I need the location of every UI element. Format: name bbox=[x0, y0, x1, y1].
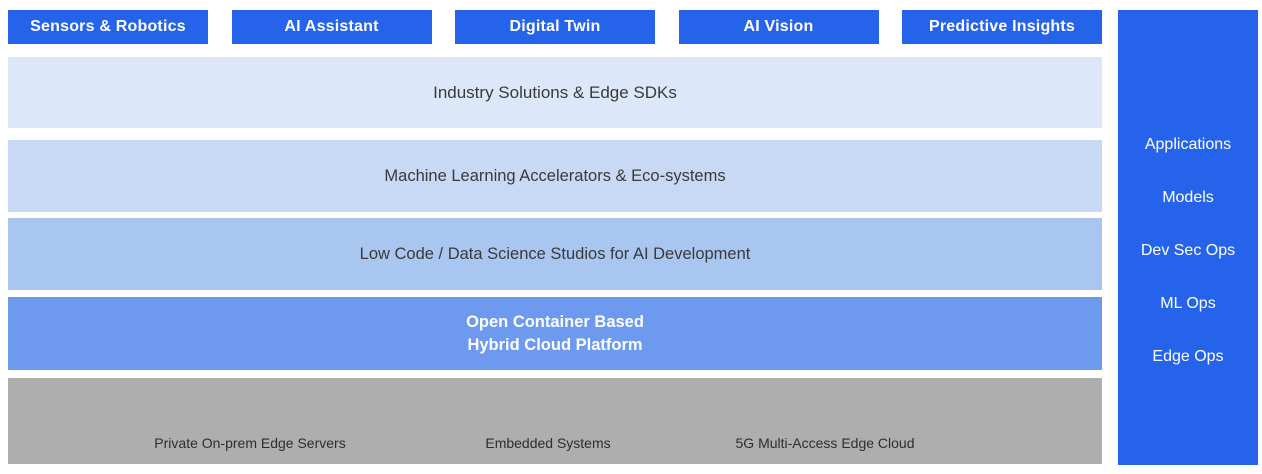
sidebar-item-ml-ops: ML Ops bbox=[1160, 295, 1216, 312]
stack-column: Sensors & Robotics AI Assistant Digital … bbox=[8, 0, 1102, 474]
infra-embedded-systems-label: Embedded Systems bbox=[485, 435, 611, 451]
sidebar-item-models: Models bbox=[1162, 189, 1214, 206]
sidebar-ops-rail: Applications Models Dev Sec Ops ML Ops E… bbox=[1118, 10, 1258, 465]
chip-ai-vision: AI Vision bbox=[678, 10, 879, 44]
infra-5g-mec-label: 5G Multi-Access Edge Cloud bbox=[735, 435, 915, 451]
layer-industry-solutions-label: Industry Solutions & Edge SDKs bbox=[433, 82, 677, 102]
chip-digital-twin: Digital Twin bbox=[455, 10, 655, 44]
layer-low-code-studios: Low Code / Data Science Studios for AI D… bbox=[8, 218, 1102, 290]
chip-predictive-insights: Predictive Insights bbox=[902, 10, 1102, 44]
chip-sensors-robotics: Sensors & Robotics bbox=[8, 10, 208, 44]
layer-infrastructure: Private On-prem Edge Servers Embedded Sy… bbox=[8, 378, 1102, 464]
layer-hybrid-cloud-platform: Open Container Based Hybrid Cloud Platfo… bbox=[8, 297, 1102, 370]
infra-private-on-prem-label: Private On-prem Edge Servers bbox=[154, 435, 346, 451]
layer-hybrid-cloud-line2: Hybrid Cloud Platform bbox=[467, 335, 643, 354]
layer-ml-accelerators: Machine Learning Accelerators & Eco-syst… bbox=[8, 140, 1102, 212]
solution-chip-row: Sensors & Robotics AI Assistant Digital … bbox=[8, 10, 1102, 44]
chip-ai-assistant: AI Assistant bbox=[231, 10, 432, 44]
layer-low-code-studios-label: Low Code / Data Science Studios for AI D… bbox=[359, 244, 751, 263]
sidebar-item-edge-ops: Edge Ops bbox=[1152, 348, 1224, 365]
layer-industry-solutions: Industry Solutions & Edge SDKs bbox=[8, 57, 1102, 128]
sidebar-item-dev-sec-ops: Dev Sec Ops bbox=[1140, 242, 1236, 259]
layer-ml-accelerators-label: Machine Learning Accelerators & Eco-syst… bbox=[384, 166, 726, 185]
sidebar-item-applications: Applications bbox=[1144, 136, 1232, 153]
layer-hybrid-cloud-line1: Open Container Based bbox=[466, 312, 644, 331]
